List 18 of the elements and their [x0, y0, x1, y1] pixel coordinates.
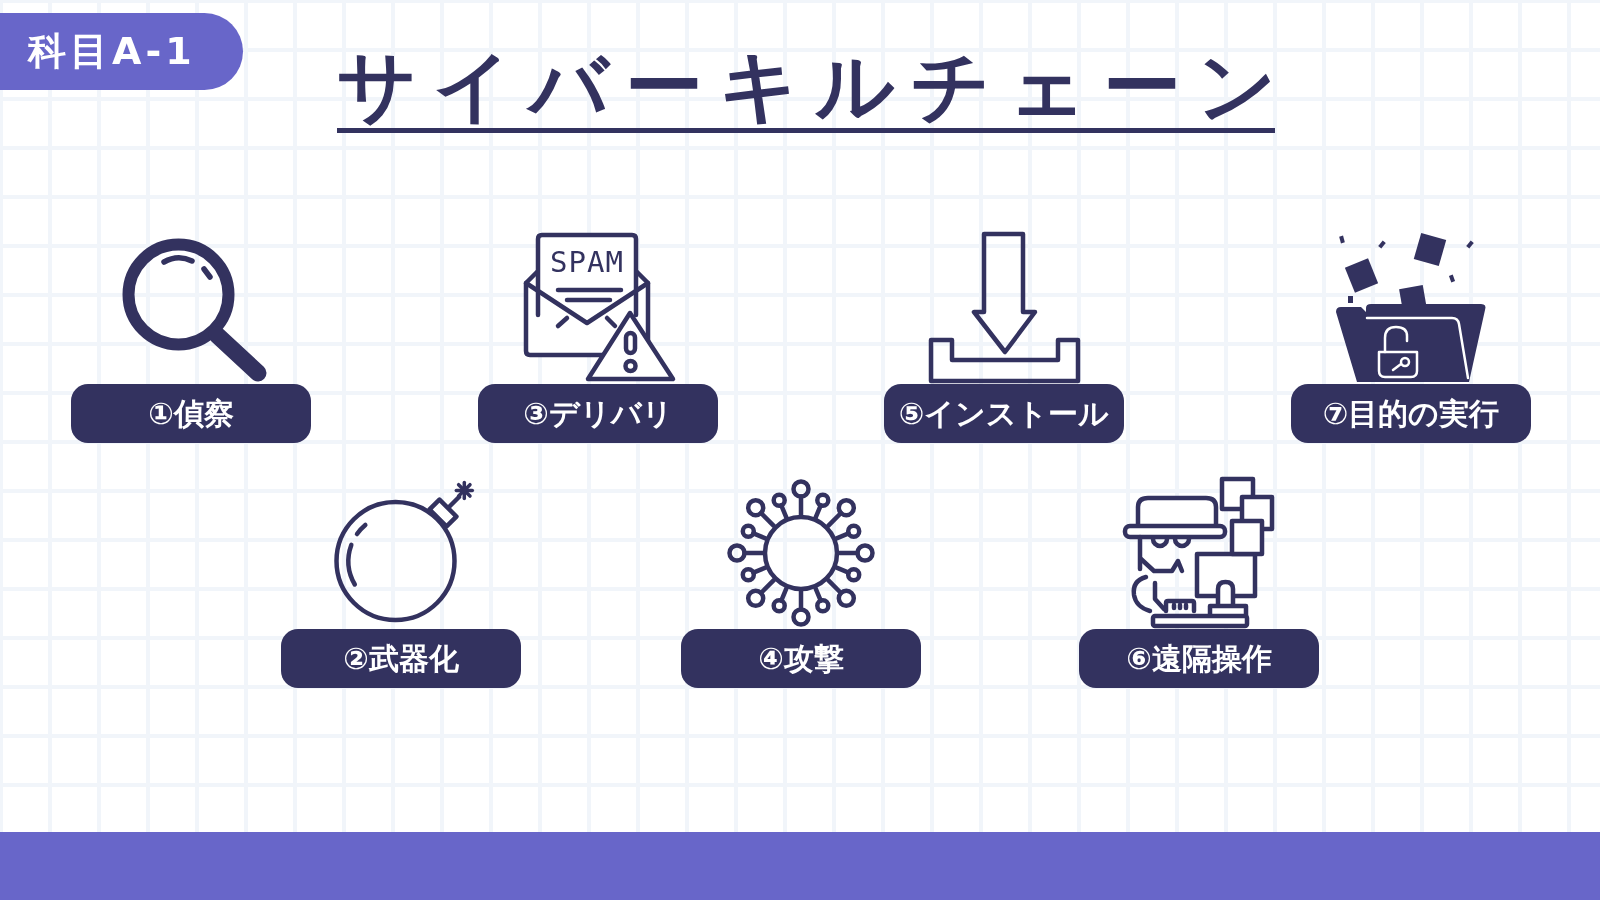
- stage-pill: [1291, 384, 1531, 443]
- stage-pill: [478, 384, 718, 443]
- subject-tag: [0, 13, 243, 90]
- stage-label: ⑥遠隔操作: [1126, 642, 1272, 675]
- stage-pill: [884, 384, 1124, 443]
- stage-pill: [71, 384, 311, 443]
- stage-label: ③デリバリ: [523, 397, 673, 430]
- title: サイバーキルチェーン: [337, 44, 1275, 133]
- subject-code: 科目A-1: [28, 30, 196, 73]
- stage-label: ④攻撃: [758, 642, 844, 675]
- stage-pill: [281, 629, 521, 688]
- stage-label: ⑦目的の実行: [1322, 397, 1500, 430]
- envelope-text: SPAM: [549, 247, 625, 279]
- stage-label: ②武器化: [343, 642, 459, 675]
- stage-pill: [681, 629, 921, 688]
- stage-pill: [1079, 629, 1319, 688]
- stage-label: ⑤インストール: [898, 397, 1110, 430]
- stage-label: ①偵察: [148, 397, 234, 430]
